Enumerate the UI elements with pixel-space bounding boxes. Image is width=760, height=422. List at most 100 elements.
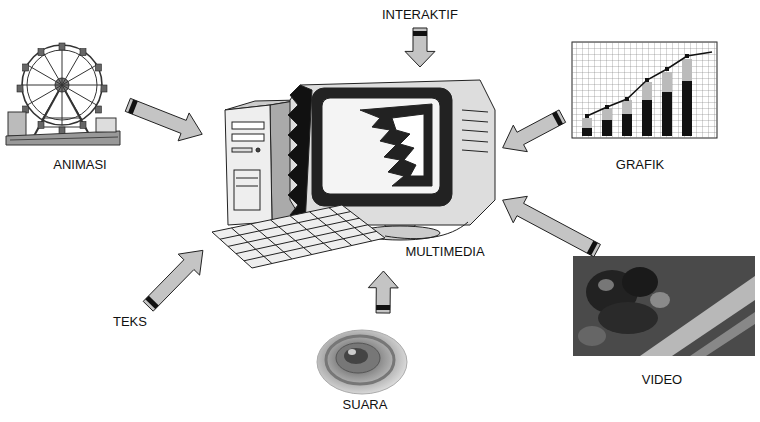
computer-monitor <box>462 140 488 142</box>
computer-monitor <box>322 98 440 194</box>
bar-chart-picture <box>582 59 692 128</box>
node-label: INTERAKTIF <box>382 7 458 23</box>
video-still <box>598 279 614 291</box>
arrow-tail-band <box>552 111 563 126</box>
computer-monitor <box>290 80 495 225</box>
ferris-wheel <box>80 49 86 56</box>
interactive-label: INTERAKTIF <box>378 5 462 25</box>
node-label: SUARA <box>343 397 388 413</box>
speaker-picture <box>317 330 407 394</box>
speaker-picture <box>317 330 407 394</box>
ferris-wheel <box>59 127 65 134</box>
computer-tower <box>232 134 264 141</box>
video-still <box>598 302 658 334</box>
node-label: TEKS <box>113 314 147 330</box>
computer-tower <box>232 122 264 129</box>
arrow-body <box>503 196 601 256</box>
ferris-wheel <box>101 85 107 92</box>
block-arrow <box>503 196 601 256</box>
block-arrow <box>503 110 566 152</box>
sound-item: SUARA <box>312 316 418 416</box>
node-label: VIDEO <box>642 372 682 388</box>
keyboard <box>290 216 332 250</box>
bar-chart-picture <box>685 54 689 58</box>
ferris-wheel <box>22 45 102 125</box>
bar-chart-picture <box>602 120 612 136</box>
animation-item: ANIMASI <box>5 38 125 175</box>
bar-chart-picture <box>622 114 632 136</box>
video-item: VIDEO <box>568 252 755 392</box>
video-still <box>650 292 670 308</box>
node-label: ANIMASI <box>53 157 106 173</box>
arrow-body <box>503 110 566 152</box>
speaker-picture <box>344 348 368 364</box>
speaker-picture <box>336 343 380 373</box>
bar-chart-picture <box>582 128 592 136</box>
bar-chart-picture <box>572 42 717 138</box>
computer-tower <box>256 148 260 152</box>
computer-monitor <box>462 130 488 132</box>
video-still <box>578 326 606 346</box>
computer-tower <box>234 170 260 210</box>
arrow-tail-band <box>145 296 159 309</box>
node-label: MULTIMEDIA <box>405 244 484 260</box>
ferris-wheel <box>96 118 116 132</box>
computer-monitor <box>462 110 488 112</box>
video-still <box>573 256 755 356</box>
bar-chart-picture <box>662 92 672 136</box>
arrow-body <box>143 250 203 311</box>
ferris-wheel <box>95 106 101 113</box>
speaker-picture <box>326 336 394 384</box>
keyboard <box>385 222 468 239</box>
arrow-body <box>125 98 202 140</box>
ferris-wheel <box>38 49 44 56</box>
computer-tower <box>232 148 252 152</box>
bar-chart-picture <box>605 105 609 109</box>
ferris-wheel <box>27 65 96 105</box>
keyboard <box>271 220 312 255</box>
computer-tower <box>225 105 272 225</box>
bar-chart-picture <box>572 42 717 138</box>
bar-chart-picture <box>642 82 652 100</box>
ferris-wheel <box>80 121 86 128</box>
ferris-wheel <box>95 64 101 71</box>
node-label: GRAFIK <box>616 157 664 173</box>
computer-tower <box>225 100 300 225</box>
arrow-tail-band <box>413 31 427 36</box>
bar-chart-picture <box>625 97 629 101</box>
speaker-picture <box>348 349 356 355</box>
arrow-body <box>368 271 398 313</box>
bar-chart-picture <box>572 42 717 138</box>
video-still <box>573 256 755 356</box>
bar-chart-picture <box>682 81 692 136</box>
video-still <box>690 312 755 356</box>
computer-monitor <box>392 114 424 176</box>
ferris-wheel <box>6 43 120 145</box>
block-arrow <box>125 98 202 140</box>
computer-monitor <box>312 88 452 206</box>
bar-chart-picture <box>602 108 612 120</box>
keyboard <box>212 205 385 268</box>
computer-tower <box>236 186 258 187</box>
bar-chart-picture <box>587 52 712 116</box>
ferris-wheel <box>8 112 26 136</box>
ferris-wheel <box>17 85 23 92</box>
keyboard <box>329 208 372 241</box>
bar-chart-picture <box>582 118 592 128</box>
bar-chart-picture <box>682 59 692 81</box>
arrow-tail-band <box>587 241 598 256</box>
computer-node: MULTIMEDIA <box>205 70 500 268</box>
bar-chart-picture <box>662 72 672 92</box>
computer-monitor <box>360 104 432 186</box>
computer-monitor <box>288 85 312 225</box>
video-still <box>622 267 658 297</box>
block-arrow <box>368 271 398 313</box>
bar-chart-picture <box>645 78 649 82</box>
computer-monitor <box>462 120 488 122</box>
arrow-tail-band <box>376 305 390 310</box>
ferris-wheel <box>17 43 107 134</box>
ferris-wheel <box>6 131 120 145</box>
